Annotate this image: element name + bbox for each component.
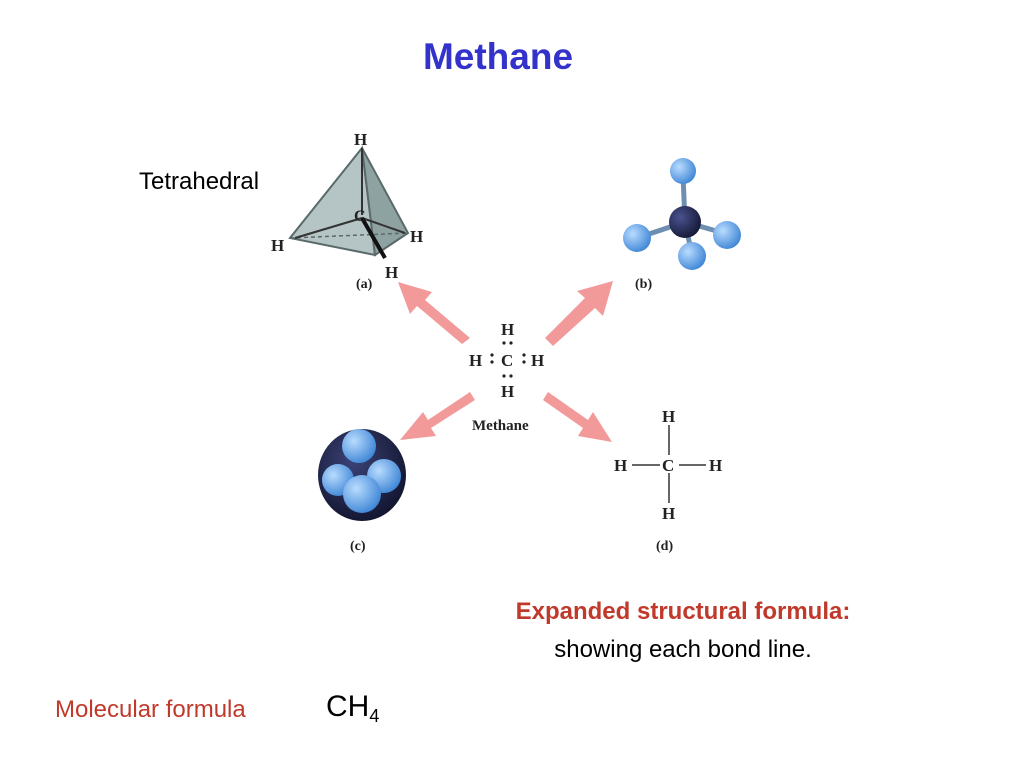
struct-c: C: [662, 456, 674, 475]
lewis-top-h: H: [501, 320, 514, 339]
slide-title: Methane: [422, 36, 574, 77]
tetra-right-h: H: [410, 227, 423, 246]
expanded-formula-heading: Expanded structural formula:: [515, 598, 851, 625]
struct-bottom-h: H: [662, 504, 675, 523]
formula-main: CH: [326, 690, 370, 723]
lewis-right-h: H: [531, 351, 544, 370]
lewis-left-h: H: [469, 351, 482, 370]
hydrogen-atom: [678, 242, 706, 270]
carbon-atom: [669, 206, 701, 238]
tetrahedral-label: Tetrahedral: [139, 168, 260, 195]
tetrahedron-model: H C H H H (a): [271, 130, 423, 292]
arrow-to-b: [545, 281, 613, 346]
lewis-c: C: [501, 351, 513, 370]
space-filling-model: (c): [318, 429, 406, 554]
arrow-to-d: [543, 392, 612, 442]
arrow-to-a: [398, 282, 470, 344]
struct-right-h: H: [709, 456, 722, 475]
expanded-structure: H H C H H (d): [614, 407, 722, 554]
tetra-center-c: C: [354, 208, 366, 225]
formula-subscript: 4: [369, 706, 380, 726]
molecular-formula-label: Molecular formula: [55, 696, 246, 723]
struct-left-h: H: [614, 456, 627, 475]
tetra-bottom-h: H: [385, 263, 398, 282]
caption-c: (c): [350, 539, 366, 554]
arrow-to-c: [400, 392, 475, 440]
caption-a: (a): [356, 277, 373, 292]
hydrogen-atom: [670, 158, 696, 184]
lewis-bottom-h: H: [501, 382, 514, 401]
molecular-formula: CH4: [326, 690, 379, 727]
caption-b: (b): [635, 277, 652, 292]
expanded-formula-description: showing each bond line.: [554, 636, 812, 663]
lewis-structure: H H C H H Methane: [469, 320, 544, 434]
struct-top-h: H: [662, 407, 675, 426]
lewis-caption: Methane: [472, 418, 529, 434]
tetra-left-h: H: [271, 236, 284, 255]
tetra-top-h: H: [354, 130, 367, 149]
caption-d: (d): [656, 539, 673, 554]
hydrogen-atom: [623, 224, 651, 252]
ball-and-stick-model: (b): [623, 158, 741, 292]
hydrogen-atom: [713, 221, 741, 249]
